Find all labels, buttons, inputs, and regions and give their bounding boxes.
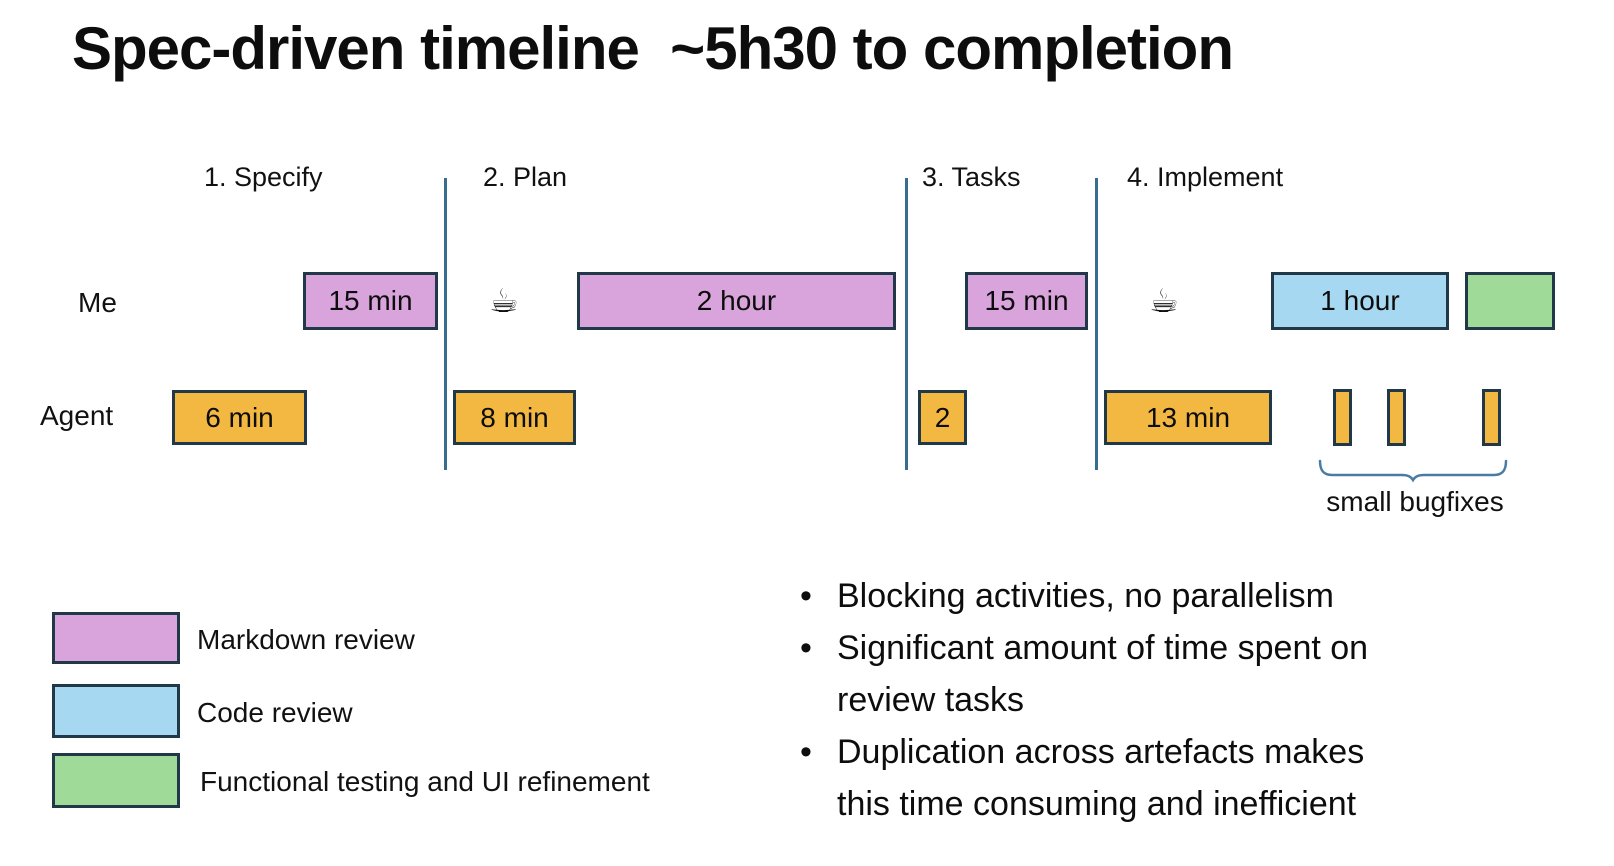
phase-divider-1 xyxy=(444,178,447,470)
bar-label: 8 min xyxy=(480,401,549,433)
bar-me-specify-markdown-review: 15 min xyxy=(303,272,438,330)
bar-label: 1 hour xyxy=(1320,285,1400,316)
bar-agent-bugfix-1 xyxy=(1333,389,1352,446)
bar-label: 15 min xyxy=(984,285,1069,316)
legend-label-code-review: Code review xyxy=(197,697,353,728)
bar-agent-bugfix-3 xyxy=(1482,389,1501,446)
bar-label: 15 min xyxy=(328,285,413,316)
takeaway-item: Significant amount of time spent on revi… xyxy=(780,622,1470,726)
bar-me-plan-markdown-review: 2 hour xyxy=(577,272,896,330)
coffee-icon: ☕ xyxy=(1149,282,1179,319)
bar-agent-plan: 8 min xyxy=(453,390,576,445)
bugfixes-label: small bugfixes xyxy=(1326,486,1504,517)
phase-label-tasks: 3. Tasks xyxy=(922,162,1021,192)
legend-label-functional-testing: Functional testing and UI refinement xyxy=(200,766,650,797)
legend-swatch-code-review xyxy=(52,684,180,738)
takeaway-item: Blocking activities, no parallelism xyxy=(780,570,1470,622)
phase-label-plan: 2. Plan xyxy=(483,162,568,192)
slide-title: Spec-driven timeline ~5h30 to completion xyxy=(72,15,1234,82)
bar-label: 6 min xyxy=(205,401,274,433)
takeaway-item: Duplication across artefacts makes this … xyxy=(780,726,1470,830)
bar-label: 13 min xyxy=(1145,401,1231,433)
legend-swatch-markdown-review xyxy=(52,612,180,664)
bar-me-implement-code-review: 1 hour xyxy=(1271,272,1449,330)
phase-label-implement: 4. Implement xyxy=(1127,162,1284,192)
legend-label-markdown-review: Markdown review xyxy=(197,624,415,655)
row-label-agent: Agent xyxy=(40,400,114,431)
bar-agent-specify: 6 min xyxy=(172,390,307,445)
row-label-me: Me xyxy=(78,287,117,318)
bar-label: 2 xyxy=(934,401,951,433)
phase-divider-2 xyxy=(905,178,908,470)
bar-agent-tasks: 2 xyxy=(918,390,967,445)
bar-label: 2 hour xyxy=(696,285,777,316)
takeaways-list: Blocking activities, no parallelism Sign… xyxy=(780,570,1470,830)
phase-divider-3 xyxy=(1095,178,1098,470)
bugfixes-brace xyxy=(1318,459,1508,483)
coffee-icon: ☕ xyxy=(489,282,519,319)
legend-swatch-functional-testing xyxy=(52,753,180,808)
bar-me-implement-functional-testing xyxy=(1465,272,1555,330)
phase-label-specify: 1. Specify xyxy=(204,162,323,192)
bar-agent-bugfix-2 xyxy=(1387,389,1406,446)
bar-me-tasks-markdown-review: 15 min xyxy=(965,272,1088,330)
bar-agent-implement: 13 min xyxy=(1104,390,1272,445)
